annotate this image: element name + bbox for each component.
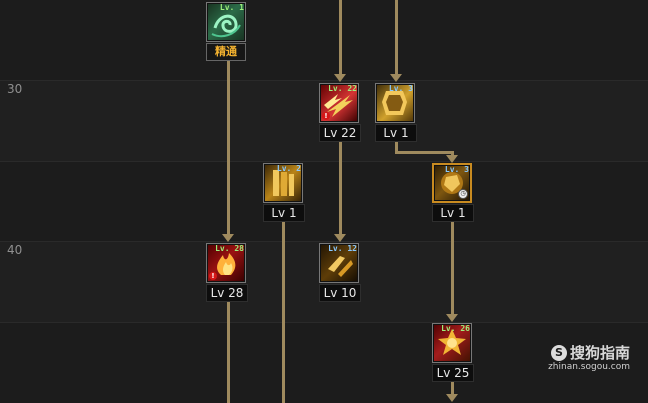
skill-lv25[interactable]: Lv. 26 Lv 25 [432, 323, 474, 382]
clock-icon: ◷ [458, 189, 468, 199]
connector-line [395, 151, 454, 154]
golden-fist-icon [441, 172, 463, 194]
skill-level-badge: Lv. 2 [276, 164, 301, 173]
skill-level-badge: Lv. 28 [215, 244, 244, 253]
skill-level-text: Lv 1 [263, 204, 305, 222]
watermark: S 搜狗指南 zhinan.sogou.com [548, 344, 630, 373]
skill-level-text: Lv 1 [375, 124, 417, 142]
connector-line [451, 381, 454, 396]
connector-line [227, 299, 230, 403]
swirl-icon [211, 14, 241, 38]
connector-line [339, 0, 342, 76]
golden-armor-icon [382, 91, 407, 115]
skill-lv22[interactable]: Lv. 22 ! Lv 22 [319, 83, 361, 142]
golden-pillar-icon [273, 170, 294, 196]
skill-icon: Lv. 2 [263, 163, 303, 203]
skill-level-text: Lv 22 [319, 124, 361, 142]
skill-icon: Lv. 3 [375, 83, 415, 123]
skill-icon: Lv. 12 [319, 243, 359, 283]
row-band-1 [0, 0, 648, 80]
skill-level-text: Lv 10 [319, 284, 361, 302]
red-slash-icon [324, 94, 353, 117]
skill-level-badge: Lv. 3 [388, 84, 413, 93]
skill-icon: Lv. 26 [432, 323, 472, 363]
row-band-3 [0, 161, 648, 242]
skill-level-badge: Lv. 1 [219, 3, 244, 12]
connector-arrow [334, 74, 346, 82]
warning-icon: ! [322, 112, 330, 120]
connector-arrow [446, 394, 458, 402]
skill-level-badge: Lv. 26 [441, 324, 470, 333]
connector-line [282, 220, 285, 403]
connector-arrow [446, 155, 458, 163]
skill-icon: Lv. 22 ! [319, 83, 359, 123]
connector-line [339, 138, 342, 237]
connector-line [451, 220, 454, 318]
golden-strike-icon [328, 256, 353, 277]
connector-arrow [222, 234, 234, 242]
skill-level-badge: Lv. 3 [444, 165, 469, 174]
skill-lv1-top[interactable]: Lv. 3 Lv 1 [375, 83, 417, 142]
connector-line [451, 151, 454, 157]
skill-level-badge: Lv. 12 [328, 244, 357, 253]
skill-level-text: Lv 1 [432, 204, 474, 222]
skill-lv28[interactable]: Lv. 28 ! Lv 28 [206, 243, 248, 302]
connector-line [227, 59, 230, 237]
red-gold-burst-icon [438, 329, 466, 355]
skill-icon: Lv. 28 ! [206, 243, 246, 283]
skill-lv1-selected[interactable]: Lv. 3 ◷ Lv 1 [432, 163, 474, 222]
skill-icon: Lv. 1 [206, 2, 246, 42]
connector-line [395, 0, 398, 76]
watermark-url: zhinan.sogou.com [548, 362, 630, 372]
connector-arrow [390, 74, 402, 82]
skill-level-text: Lv 28 [206, 284, 248, 302]
connector-arrow [446, 314, 458, 322]
skill-icon: Lv. 3 ◷ [432, 163, 472, 203]
connector-arrow [334, 234, 346, 242]
watermark-logo-icon: S [550, 345, 567, 361]
skill-lv10[interactable]: Lv. 12 Lv 10 [319, 243, 361, 302]
connector-line [395, 138, 398, 153]
row-band-5 [0, 322, 648, 403]
skill-mastery[interactable]: Lv. 1 精通 [206, 2, 246, 61]
level-30-label: 30 [7, 82, 23, 96]
level-40-label: 40 [7, 243, 23, 257]
skill-level-badge: Lv. 22 [328, 84, 357, 93]
mastery-label: 精通 [206, 43, 246, 61]
watermark-brand: 搜狗指南 [569, 344, 630, 362]
watermark-title: S 搜狗指南 [548, 344, 630, 362]
skill-lv1-mid[interactable]: Lv. 2 Lv 1 [263, 163, 305, 222]
skill-level-text: Lv 25 [432, 364, 474, 382]
warning-icon: ! [209, 272, 217, 280]
red-flame-icon [217, 253, 236, 275]
